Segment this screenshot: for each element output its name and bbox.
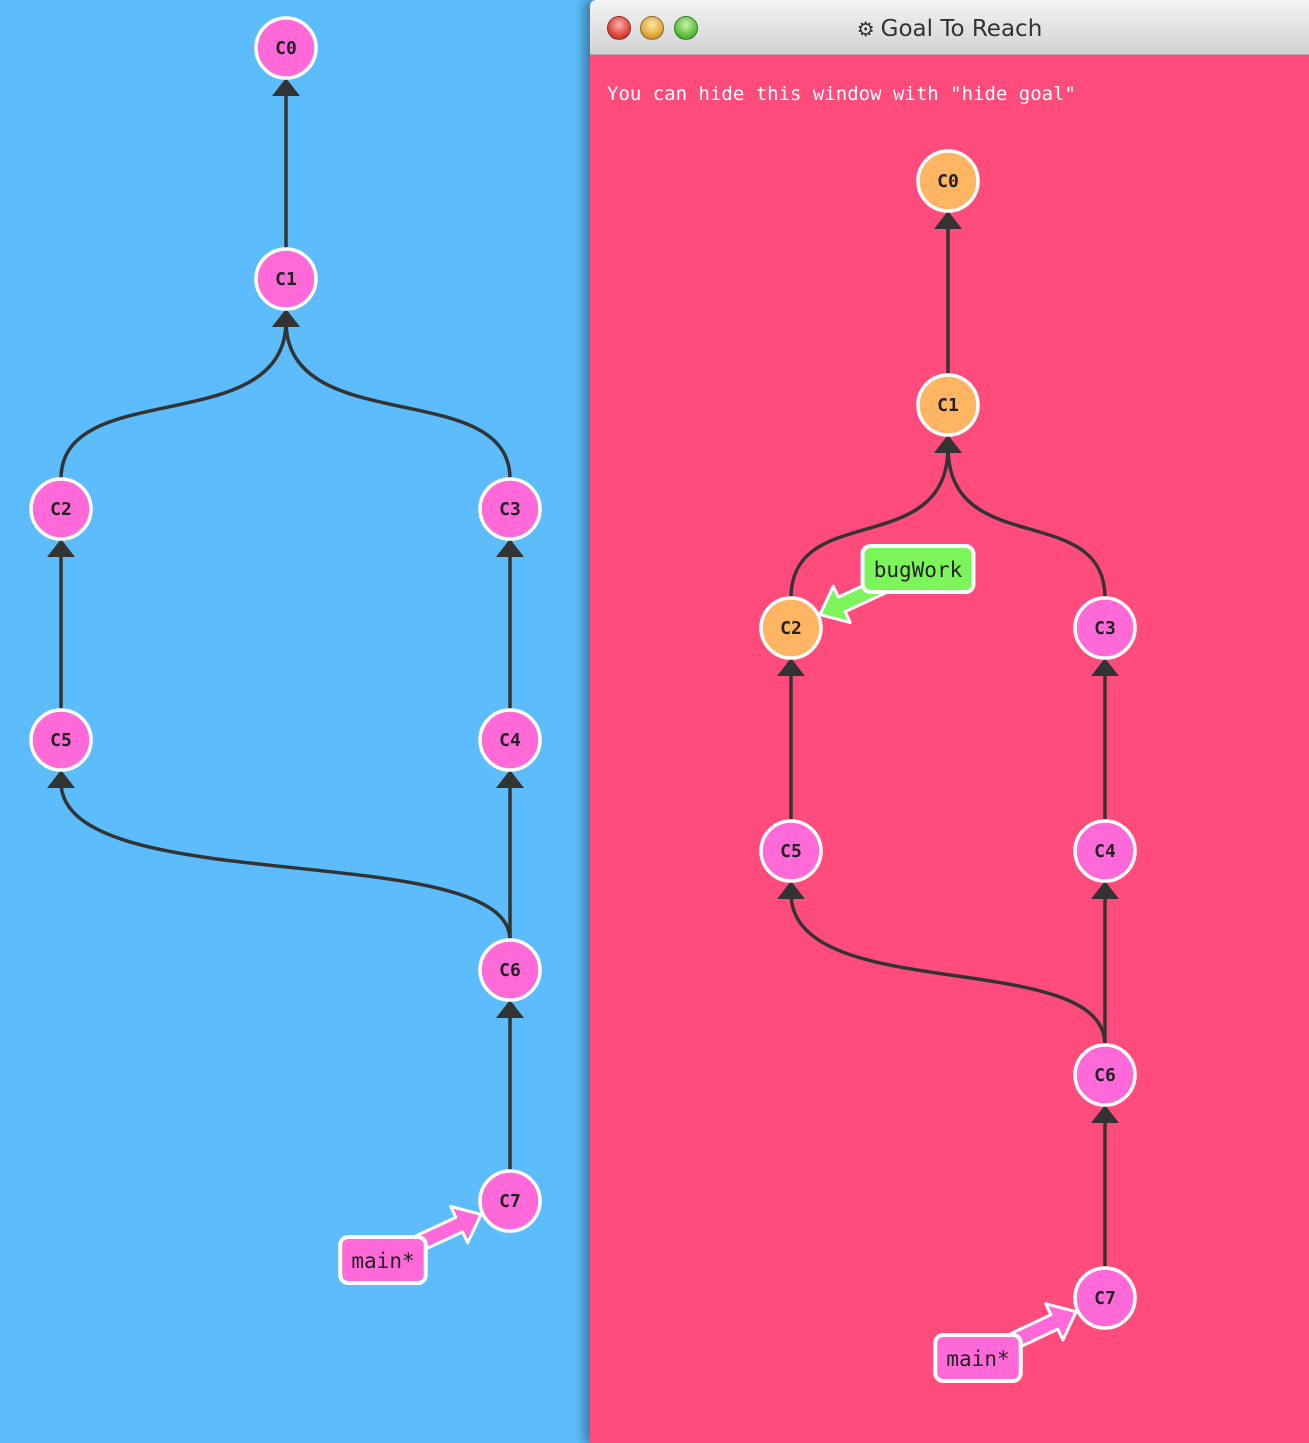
commit-label-C5: C5 — [50, 730, 72, 751]
branch-label-bugWork: bugWork — [874, 558, 963, 582]
branch-tag-main[interactable] — [933, 1333, 1023, 1383]
gear-icon: ⚙ — [856, 17, 875, 41]
commit-node-C7[interactable] — [1073, 1266, 1137, 1330]
maximize-window-button[interactable] — [674, 16, 698, 40]
commit-label-C6: C6 — [499, 960, 521, 981]
commit-node-C4[interactable] — [478, 708, 542, 772]
arrowhead-C4-to-C3 — [496, 539, 524, 557]
goal-title-text: Goal To Reach — [880, 16, 1043, 42]
commit-node-C6[interactable] — [478, 938, 542, 1002]
edge-C2-to-C1 — [59, 320, 288, 480]
commit-label-C2: C2 — [50, 499, 72, 520]
arrowheads — [777, 211, 1119, 1123]
commit-label-C5: C5 — [780, 841, 802, 862]
arrowhead-C1-to-C0 — [934, 211, 962, 229]
branch-tag-main[interactable] — [338, 1235, 428, 1285]
commit-node-C2[interactable] — [29, 477, 93, 541]
commit-node-C5[interactable] — [759, 819, 823, 883]
commit-node-C1[interactable] — [916, 373, 980, 437]
commit-node-C1[interactable] — [254, 247, 318, 311]
commit-label-C0: C0 — [937, 171, 959, 192]
commit-node-C2[interactable] — [759, 596, 823, 660]
commit-label-C7: C7 — [1094, 1288, 1116, 1309]
edge-C3-to-C1 — [946, 446, 1107, 599]
commit-node-C3[interactable] — [1073, 596, 1137, 660]
commit-node-C4[interactable] — [1073, 819, 1137, 883]
commit-label-C6: C6 — [1094, 1065, 1116, 1086]
goal-window-title: ⚙Goal To Reach — [590, 0, 1309, 55]
arrowheads — [47, 78, 524, 1018]
edges — [59, 90, 512, 1171]
arrowhead-C6-to-C4 — [1091, 881, 1119, 899]
commit-node-C0[interactable] — [916, 149, 980, 213]
arrowhead-C3-to-C1 — [934, 435, 962, 453]
commit-label-C3: C3 — [499, 499, 521, 520]
close-window-button[interactable] — [607, 16, 631, 40]
commit-label-C0: C0 — [275, 38, 297, 59]
commit-label-C3: C3 — [1094, 618, 1116, 639]
arrowhead-C3-to-C1 — [272, 309, 300, 327]
commit-label-C7: C7 — [499, 1191, 521, 1212]
arrowhead-C1-to-C0 — [272, 78, 300, 96]
arrowhead-C6-to-C5 — [47, 770, 75, 788]
commit-node-C0[interactable] — [254, 16, 318, 80]
commit-label-C2: C2 — [780, 618, 802, 639]
edges — [789, 223, 1107, 1268]
commit-label-C1: C1 — [937, 395, 959, 416]
branches: main* — [338, 1204, 483, 1285]
commit-label-C4: C4 — [1094, 841, 1116, 862]
commit-node-C6[interactable] — [1073, 1043, 1137, 1107]
commit-node-C3[interactable] — [478, 477, 542, 541]
hide-goal-hint: You can hide this window with "hide goal… — [607, 83, 1076, 105]
arrowhead-C5-to-C2 — [47, 539, 75, 557]
minimize-window-button[interactable] — [640, 16, 664, 40]
commit-label-C1: C1 — [275, 269, 297, 290]
commit-label-C4: C4 — [499, 730, 521, 751]
edge-C3-to-C1 — [284, 320, 512, 480]
edge-C2-to-C1 — [789, 446, 950, 599]
arrowhead-C5-to-C2 — [777, 658, 805, 676]
commit-node-C7[interactable] — [478, 1169, 542, 1233]
branch-label-main: main* — [351, 1249, 414, 1273]
arrowhead-C4-to-C3 — [1091, 658, 1119, 676]
commit-node-C5[interactable] — [29, 708, 93, 772]
branch-tag-bugWork[interactable] — [860, 544, 976, 594]
edge-C6-to-C5 — [59, 781, 512, 941]
branch-label-main: main* — [946, 1347, 1009, 1371]
edge-C6-to-C5 — [789, 892, 1107, 1046]
arrowhead-C6-to-C4 — [496, 770, 524, 788]
arrowhead-C6-to-C5 — [777, 881, 805, 899]
branches: bugWork main* — [818, 544, 1078, 1383]
arrowhead-C7-to-C6 — [496, 1000, 524, 1018]
goal-window-titlebar[interactable]: ⚙Goal To Reach — [590, 0, 1309, 55]
arrowhead-C7-to-C6 — [1091, 1105, 1119, 1123]
